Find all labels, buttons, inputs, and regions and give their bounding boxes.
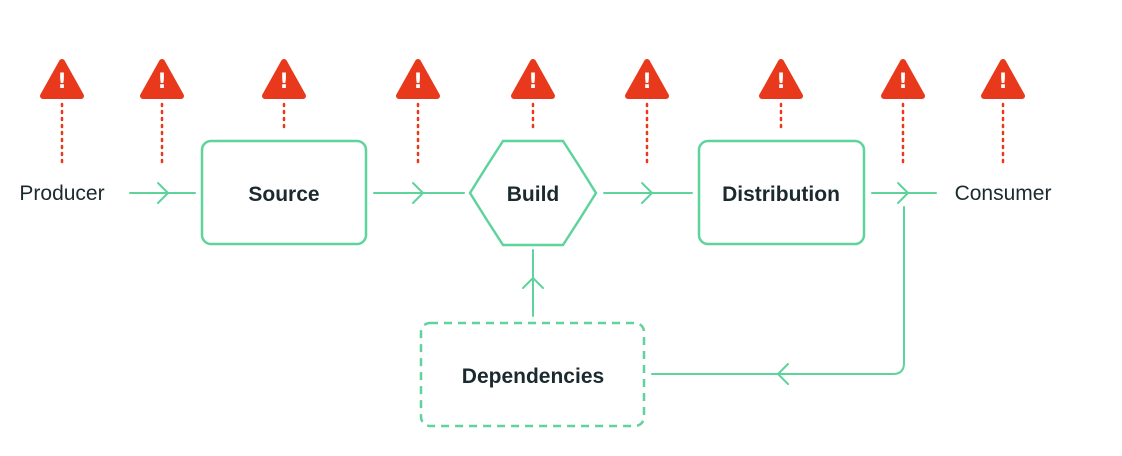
connector-producer-source	[129, 182, 196, 204]
chevron-arrow-icon	[522, 277, 544, 289]
warning-build-distribution: !	[625, 59, 669, 164]
source-box	[200, 139, 368, 246]
warning-indicators: ! ! ! ! ! ! !	[40, 59, 1025, 164]
dependencies-label: Dependencies	[462, 365, 604, 388]
warning-mark: !	[528, 69, 538, 93]
distribution-label: Distribution	[722, 183, 840, 206]
warning-distribution-consumer: !	[881, 59, 925, 164]
warning-triangle-icon	[625, 59, 669, 99]
connector-dependencies-build	[522, 249, 544, 317]
connector-source-build	[373, 182, 465, 204]
producer-label: Producer	[19, 182, 104, 205]
warning-build: !	[511, 59, 555, 132]
warning-triangle-icon	[881, 59, 925, 99]
warning-mark: !	[998, 69, 1008, 93]
warning-mark: !	[413, 69, 423, 93]
node-build: Build	[468, 139, 598, 247]
warning-mark: !	[157, 69, 167, 93]
chevron-arrow-icon	[897, 182, 909, 204]
warning-source: !	[262, 59, 306, 132]
dependencies-box	[419, 321, 646, 428]
node-distribution: Distribution	[697, 139, 866, 246]
warning-triangle-icon	[140, 59, 184, 99]
warning-triangle-icon	[396, 59, 440, 99]
warning-mark: !	[776, 69, 786, 93]
warning-triangle-icon	[759, 59, 803, 99]
connector-build-distribution	[603, 182, 693, 204]
distribution-box	[697, 139, 866, 246]
warning-source-build: !	[396, 59, 440, 164]
connectors	[129, 182, 937, 385]
warning-triangle-icon	[262, 59, 306, 99]
warning-consumer: !	[981, 59, 1025, 164]
warning-mark: !	[642, 69, 652, 93]
chevron-arrow-icon	[412, 182, 424, 204]
node-producer: Producer	[19, 182, 104, 205]
chevron-arrow-icon	[157, 182, 169, 204]
source-label: Source	[248, 183, 319, 206]
connector-distribution-consumer	[871, 182, 937, 204]
warning-mark: !	[279, 69, 289, 93]
warning-distribution: !	[759, 59, 803, 132]
node-source: Source	[200, 139, 368, 246]
chevron-arrow-icon	[641, 182, 653, 204]
warning-producer-source: !	[140, 59, 184, 164]
warning-producer: !	[40, 59, 84, 164]
consumer-label: Consumer	[955, 182, 1052, 205]
connector-consumer-dependencies	[651, 206, 905, 385]
build-shape	[468, 139, 598, 247]
node-consumer: Consumer	[955, 182, 1052, 205]
warning-mark: !	[898, 69, 908, 93]
warning-mark: !	[57, 69, 67, 93]
chevron-arrow-icon	[777, 363, 789, 385]
warning-triangle-icon	[40, 59, 84, 99]
build-label: Build	[507, 183, 560, 206]
warning-triangle-icon	[511, 59, 555, 99]
node-dependencies: Dependencies	[419, 321, 646, 428]
warning-triangle-icon	[981, 59, 1025, 99]
